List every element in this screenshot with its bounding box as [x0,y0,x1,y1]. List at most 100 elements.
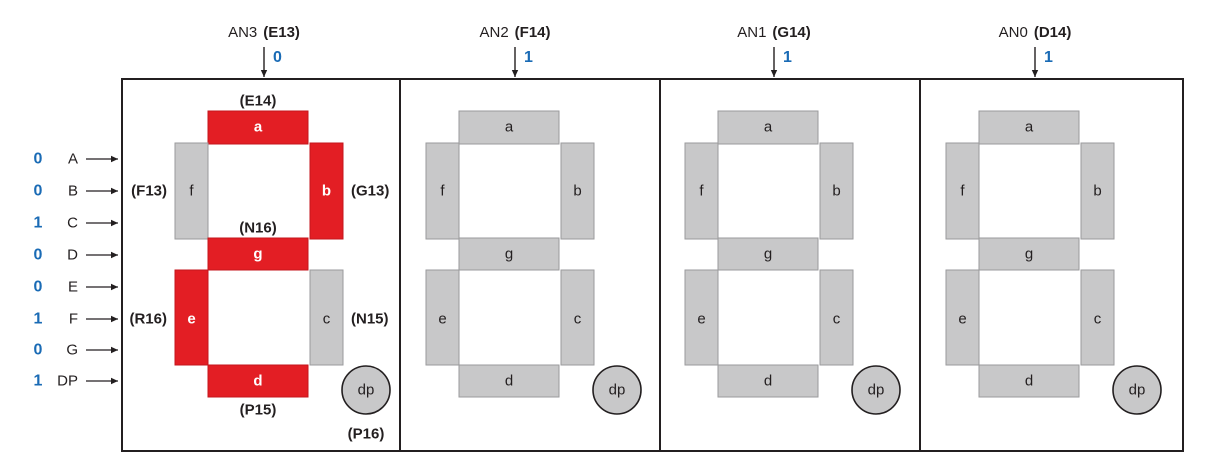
segment-label-a: a [1025,119,1034,136]
segment-pin-g: (N16) [239,220,277,237]
segment-label-dp: dp [1129,382,1146,399]
segment-label-g: g [253,246,262,263]
segment-input-value: 0 [34,342,43,359]
segment-input-value: 0 [34,279,43,296]
digit-an2: AN2 (F14) 1 a f b g e c d dp [399,24,642,451]
segment-d [458,364,560,398]
anode-value: 1 [524,49,533,66]
segment-label-f: f [440,183,445,200]
segment-a [717,110,819,145]
segment-e [425,269,460,366]
segment-a [978,110,1080,145]
segment-input-value: 1 [34,311,43,328]
segment-input-value: 0 [34,183,43,200]
segment-label-c: c [574,311,582,328]
segment-label-dp: dp [609,382,626,399]
segment-label-b: b [1093,183,1101,200]
segment-label-b: b [322,183,331,200]
segment-label-f: f [699,183,704,200]
anode-label: AN0 [999,24,1028,41]
segment-label-c: c [323,311,331,328]
anode-pin: (D14) [1034,24,1072,41]
segment-g [717,237,819,271]
segment-label-b: b [832,183,840,200]
anode-pin: (G14) [772,24,810,41]
anode-pin: (F14) [515,24,551,41]
segment-g [207,237,309,271]
segment-dp [592,365,642,415]
segment-input-label: E [68,279,78,296]
segment-b [1080,142,1115,240]
segment-input-label: F [69,311,78,328]
segment-label-e: e [958,311,966,328]
segment-c [560,269,595,366]
anode-header: AN1 (G14) [737,24,811,41]
segment-d [717,364,819,398]
segment-dp [341,365,391,415]
segment-a [207,110,309,145]
segment-label-a: a [254,119,263,136]
segment-pin-b: (G13) [351,183,389,200]
segment-label-dp: dp [868,382,885,399]
segment-label-c: c [1094,311,1102,328]
segment-label-a: a [505,119,514,136]
anode-label: AN3 [228,24,257,41]
segment-label-g: g [505,246,513,263]
segment-label-g: g [1025,246,1033,263]
anode-pin: (E13) [263,24,300,41]
segment-b [309,142,344,240]
segment-input-value: 1 [34,373,43,390]
segment-f [425,142,460,240]
segment-label-g: g [764,246,772,263]
segment-f [174,142,209,240]
segment-pin-c: (N15) [351,311,389,328]
segment-label-dp: dp [358,382,375,399]
anode-label: AN2 [479,24,508,41]
segment-b [560,142,595,240]
segment-e [945,269,980,366]
segment-c [819,269,854,366]
segment-input-value: 1 [34,215,43,232]
segment-a [458,110,560,145]
anode-header: AN0 (D14) [999,24,1072,41]
segment-label-e: e [438,311,446,328]
segment-label-f: f [189,183,194,200]
anode-value: 1 [783,49,792,66]
segment-label-e: e [187,311,195,328]
segment-input-value: 0 [34,151,43,168]
segment-dp [1112,365,1162,415]
segment-dp [851,365,901,415]
segment-label-e: e [697,311,705,328]
segment-pin-d: (P15) [240,402,277,419]
segment-e [684,269,719,366]
segment-label-d: d [1025,373,1033,390]
segment-pin-f: (F13) [131,183,167,200]
segment-label-d: d [253,373,262,390]
segment-label-f: f [960,183,965,200]
segment-e [174,269,209,366]
segment-label-d: d [505,373,513,390]
segment-input-value: 0 [34,247,43,264]
segment-b [819,142,854,240]
segment-label-b: b [573,183,581,200]
segment-pin-a: (E14) [240,93,277,110]
segment-input-label: B [68,183,78,200]
segment-label-d: d [764,373,772,390]
display-outer-frame [121,78,1184,452]
anode-label: AN1 [737,24,766,41]
segment-input-label: D [67,247,78,264]
anode-header: AN3 (E13) [228,24,300,41]
segment-d [207,364,309,398]
